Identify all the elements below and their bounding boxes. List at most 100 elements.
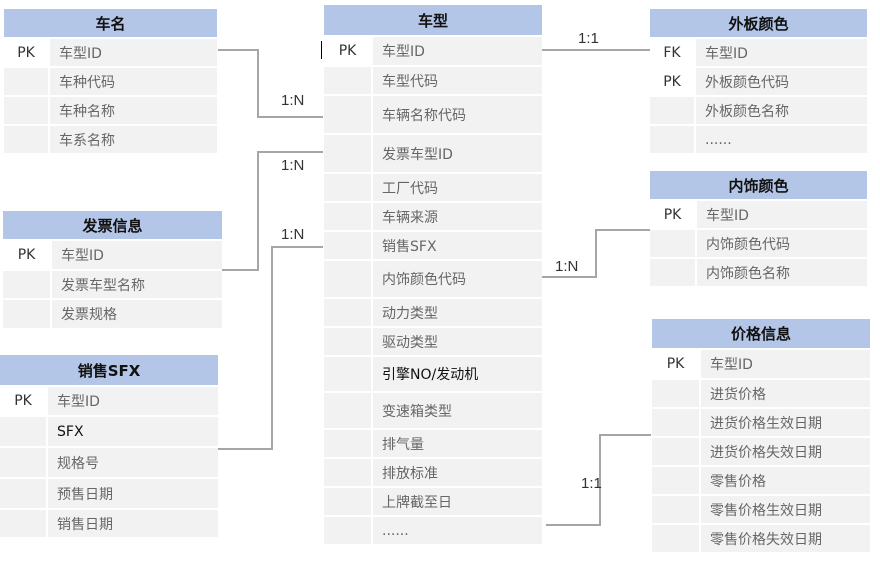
field-name: 车型ID <box>48 387 218 415</box>
key-label <box>324 459 371 486</box>
entity-row: 内饰颜色名称 <box>650 259 867 286</box>
key-label <box>4 68 48 95</box>
entity-row: 车种名称 <box>4 97 217 124</box>
field-name: 外板颜色代码 <box>696 68 867 95</box>
entity-row: 车辆名称代码 <box>324 96 542 133</box>
entity-row: SFX <box>0 417 218 446</box>
key-label <box>3 271 50 298</box>
field-name: 车型ID <box>373 37 542 65</box>
field-name: 规格号 <box>48 448 218 477</box>
field-name: 车种代码 <box>50 68 217 95</box>
connector-sfx <box>218 246 323 450</box>
key-label <box>324 488 371 515</box>
field-name: 销售SFX <box>373 232 542 259</box>
key-label <box>650 97 694 124</box>
key-label <box>650 259 695 286</box>
field-name: 车辆来源 <box>373 203 542 230</box>
entity-row: 发票车型ID <box>324 135 542 172</box>
key-label <box>324 261 371 297</box>
key-label <box>650 230 695 257</box>
field-name: 零售价格生效日期 <box>701 496 870 523</box>
text-cursor <box>321 41 322 59</box>
field-name: 发票车型ID <box>373 135 542 172</box>
connector-cheming <box>218 49 323 118</box>
entity-row: 内饰颜色代码 <box>650 230 867 257</box>
key-label <box>3 300 50 328</box>
field-name: 车型ID <box>697 201 867 228</box>
field-name: 预售日期 <box>48 479 218 508</box>
entity-row: 排气量 <box>324 430 542 457</box>
key-label: PK <box>650 201 695 228</box>
key-label <box>0 448 46 477</box>
entity-row: 零售价格 <box>652 467 870 494</box>
field-name: 内饰颜色代码 <box>697 230 867 257</box>
field-name: 引擎NO/发动机 <box>373 357 542 391</box>
entity-row: 零售价格失效日期 <box>652 525 870 552</box>
key-label <box>652 496 699 523</box>
field-name: 内饰颜色代码 <box>373 261 542 297</box>
relation-label-jiage: 1:1 <box>581 475 602 492</box>
field-name: 车型代码 <box>373 67 542 94</box>
field-name: 发票规格 <box>52 300 222 328</box>
entity-row: 车辆来源 <box>324 203 542 230</box>
relation-label-fapiao: 1:N <box>281 157 305 174</box>
field-name: 车型ID <box>50 39 217 66</box>
entity-row: 动力类型 <box>324 299 542 326</box>
entity-title: 销售SFX <box>0 355 218 385</box>
key-label <box>0 417 46 446</box>
entity-row: 发票车型名称 <box>3 271 222 298</box>
key-label <box>652 409 699 436</box>
field-name: ...... <box>373 517 542 544</box>
key-label <box>324 393 371 428</box>
key-label: FK <box>650 39 694 66</box>
entity-row: 车型代码 <box>324 67 542 94</box>
relation-label-cheming: 1:N <box>281 92 305 109</box>
key-label: PK <box>324 37 371 65</box>
field-name: 动力类型 <box>373 299 542 326</box>
field-name: ...... <box>696 126 867 153</box>
key-label <box>324 96 371 133</box>
field-name: 上牌截至日 <box>373 488 542 515</box>
key-label <box>652 438 699 465</box>
field-name: 零售价格失效日期 <box>701 525 870 552</box>
entity-row: 发票规格 <box>3 300 222 328</box>
key-label <box>4 97 48 124</box>
field-name: 进货价格失效日期 <box>701 438 870 465</box>
entity-row: 外板颜色名称 <box>650 97 867 124</box>
key-label: PK <box>650 68 694 95</box>
entity-row: 规格号 <box>0 448 218 477</box>
entity-row: ...... <box>650 126 867 153</box>
entity-row: 上牌截至日 <box>324 488 542 515</box>
entity-title: 价格信息 <box>652 319 870 348</box>
entity-row: 引擎NO/发动机 <box>324 357 542 391</box>
key-label <box>324 232 371 259</box>
key-label <box>324 357 371 391</box>
relation-label-sfx: 1:N <box>281 226 305 243</box>
entity-row: 销售SFX <box>324 232 542 259</box>
field-name: 车型ID <box>52 241 222 269</box>
key-label <box>324 203 371 230</box>
key-label <box>324 430 371 457</box>
entity-title: 车名 <box>4 9 217 37</box>
entity-title: 外板颜色 <box>650 9 867 37</box>
key-label <box>650 126 694 153</box>
key-label <box>324 135 371 172</box>
field-name: 工厂代码 <box>373 174 542 201</box>
key-label <box>324 174 371 201</box>
entity-row: ...... <box>324 517 542 544</box>
key-label: PK <box>4 39 48 66</box>
field-name: 车种名称 <box>50 97 217 124</box>
field-name: 内饰颜色名称 <box>697 259 867 286</box>
